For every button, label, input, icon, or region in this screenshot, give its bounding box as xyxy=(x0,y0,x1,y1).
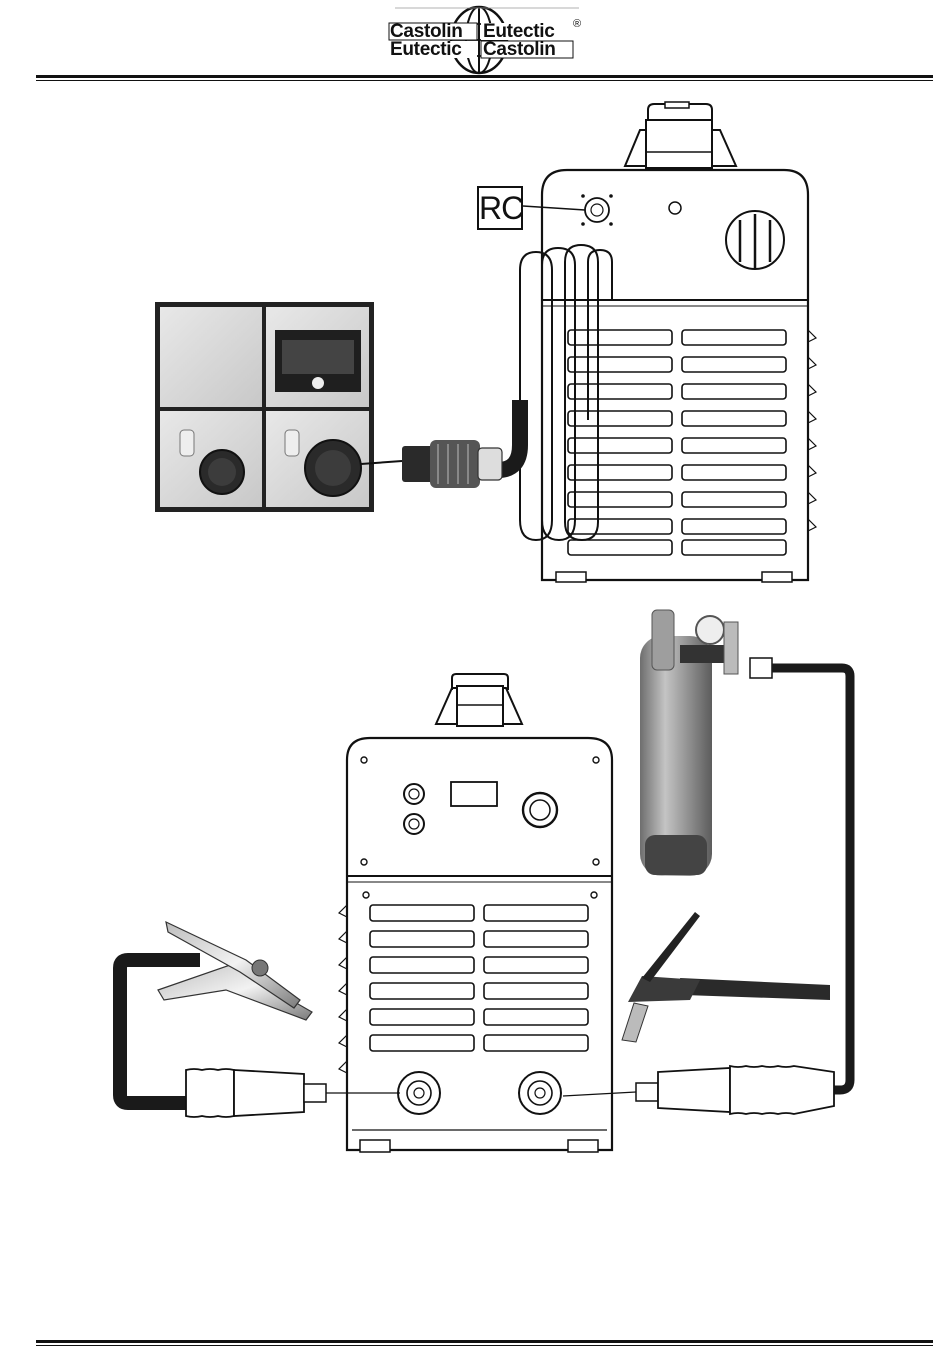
footer-rule-thin xyxy=(36,1345,933,1346)
tig-torch-icon xyxy=(622,912,830,1042)
welder-front-view xyxy=(339,674,612,1152)
footer-rule xyxy=(36,1340,933,1343)
gas-cylinder-icon xyxy=(640,610,772,876)
knob-icon xyxy=(404,814,424,834)
output-terminal-negative-icon xyxy=(398,1072,440,1114)
knob-icon xyxy=(404,784,424,804)
mains-cable-coil xyxy=(520,245,612,540)
rc-callout-label: RC xyxy=(477,186,523,230)
display-window xyxy=(451,782,497,806)
earth-clamp-icon xyxy=(158,922,312,1020)
output-terminal-positive-icon xyxy=(519,1072,561,1114)
mains-plug-icon xyxy=(402,440,502,488)
main-knob-icon xyxy=(523,793,557,827)
welder-rear-view xyxy=(475,102,816,582)
fan-icon xyxy=(726,211,784,269)
wall-socket-panel xyxy=(155,302,402,512)
